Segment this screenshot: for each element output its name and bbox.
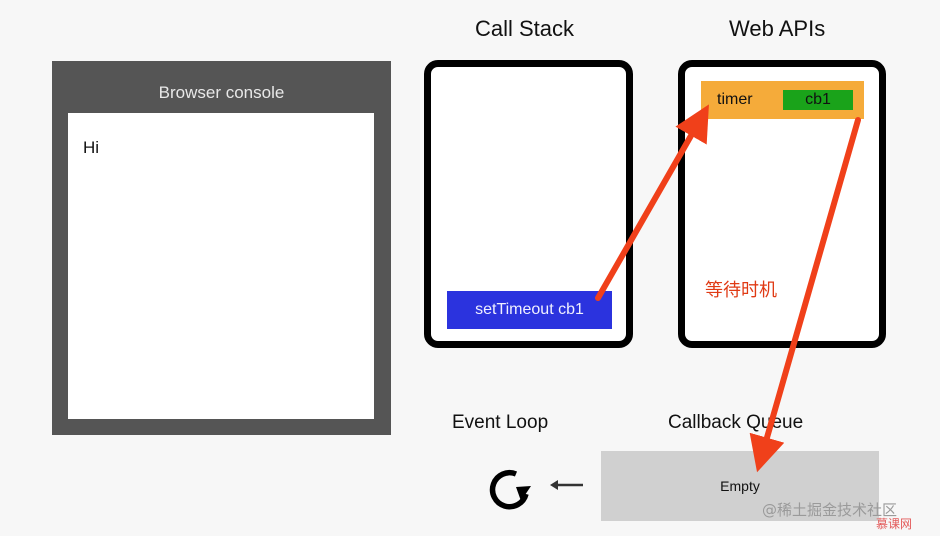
imooc-watermark: 慕课网 bbox=[876, 517, 913, 531]
timer-entry: timer cb1 bbox=[701, 81, 864, 119]
call-stack-frame: setTimeout cb1 bbox=[447, 291, 612, 329]
event-loop-heading: Event Loop bbox=[452, 412, 549, 433]
timer-label: timer bbox=[717, 91, 753, 108]
callback-queue-box: Empty bbox=[601, 451, 879, 521]
waiting-note: 等待时机 bbox=[705, 280, 777, 301]
browser-console: Browser console Hi bbox=[52, 61, 391, 435]
callback-queue-content: Empty bbox=[720, 478, 760, 494]
left-arrow-icon bbox=[550, 480, 583, 490]
juejin-watermark: @稀土掘金技术社区 bbox=[762, 501, 898, 519]
console-output: Hi bbox=[68, 113, 374, 419]
callback-chip: cb1 bbox=[783, 90, 853, 110]
console-line: Hi bbox=[83, 138, 100, 157]
callback-queue-heading: Callback Queue bbox=[668, 412, 804, 433]
refresh-icon bbox=[489, 469, 531, 510]
call-stack-heading: Call Stack bbox=[475, 16, 575, 41]
web-apis-heading: Web APIs bbox=[729, 16, 826, 41]
console-title: Browser console bbox=[158, 83, 285, 102]
